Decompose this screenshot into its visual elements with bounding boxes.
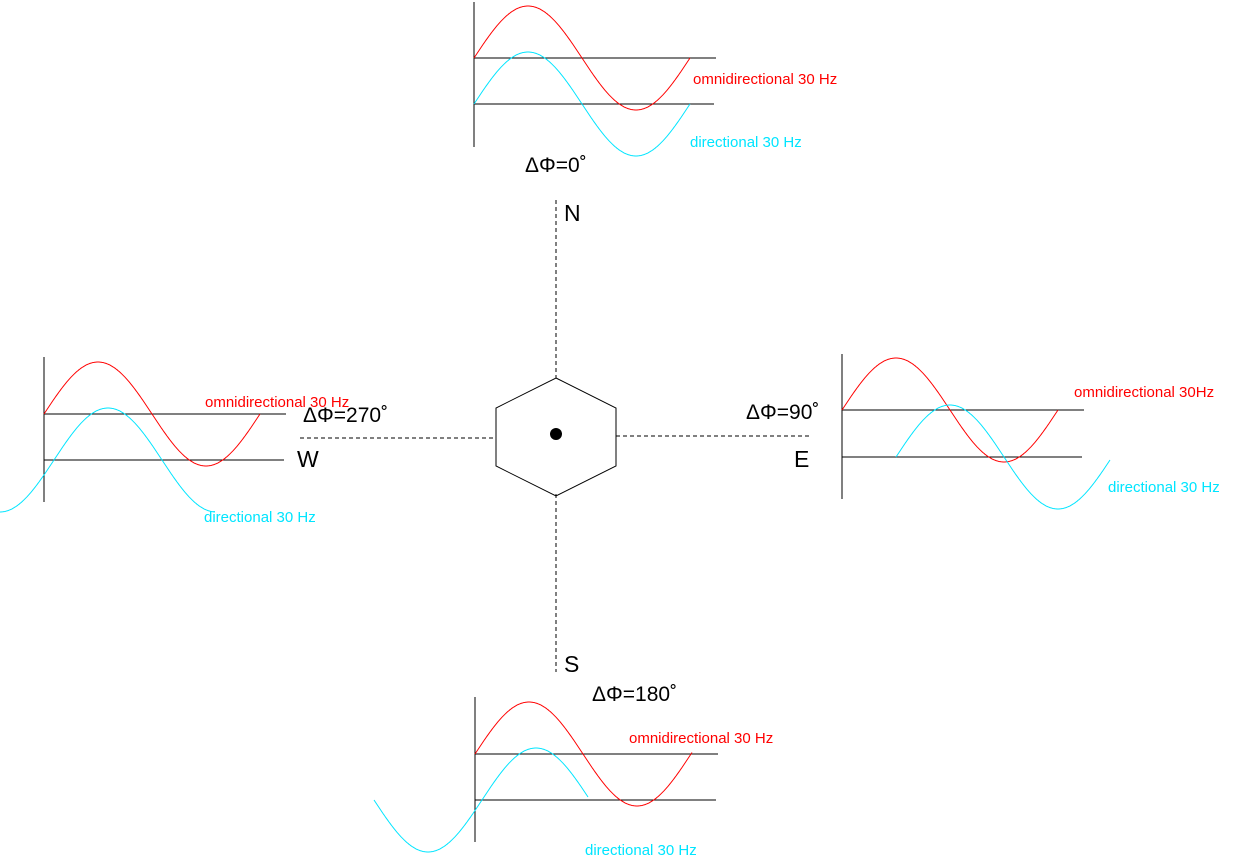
south-directional-wave xyxy=(373,747,589,853)
south-omni-label: omnidirectional 30 Hz xyxy=(629,730,773,747)
vor-station-dot xyxy=(550,428,562,440)
north-directional-wave xyxy=(473,51,691,157)
east-directional-label: directional 30 Hz xyxy=(1108,479,1220,496)
south-omni-wave xyxy=(474,701,693,807)
east-omni-label: omnidirectional 30Hz xyxy=(1074,384,1214,401)
compass-east-label: E xyxy=(794,446,809,472)
west-omni-label: omnidirectional 30 Hz xyxy=(205,394,349,411)
west-waveform-panel: omnidirectional 30 Hz directional 30 Hz xyxy=(0,357,349,526)
east-omni-wave xyxy=(841,357,1059,463)
west-directional-wave xyxy=(0,407,216,513)
compass-north-label: N xyxy=(564,200,581,226)
east-directional-wave xyxy=(895,404,1111,510)
east-waveform-panel: omnidirectional 30Hz directional 30 Hz xyxy=(841,354,1220,510)
south-directional-label: directional 30 Hz xyxy=(585,842,697,859)
north-waveform-panel: omnidirectional 30 Hz directional 30 Hz xyxy=(473,2,837,157)
north-omni-wave xyxy=(473,5,691,111)
compass-south-label: S xyxy=(564,651,579,677)
south-waveform-panel: omnidirectional 30 Hz directional 30 Hz xyxy=(373,697,773,859)
phase-label-south: ΔΦ=180˚ xyxy=(592,683,677,706)
phase-label-east: ΔΦ=90˚ xyxy=(746,401,819,424)
radial-lines xyxy=(300,200,810,672)
west-omni-wave xyxy=(43,361,261,467)
west-directional-label: directional 30 Hz xyxy=(204,509,316,526)
compass-west-label: W xyxy=(297,446,319,472)
vor-station-hexagon xyxy=(495,377,617,497)
north-omni-label: omnidirectional 30 Hz xyxy=(693,71,837,88)
phase-label-west: ΔΦ=270˚ xyxy=(303,404,388,427)
phase-label-north: ΔΦ=0˚ xyxy=(525,154,587,177)
north-directional-label: directional 30 Hz xyxy=(690,134,802,151)
